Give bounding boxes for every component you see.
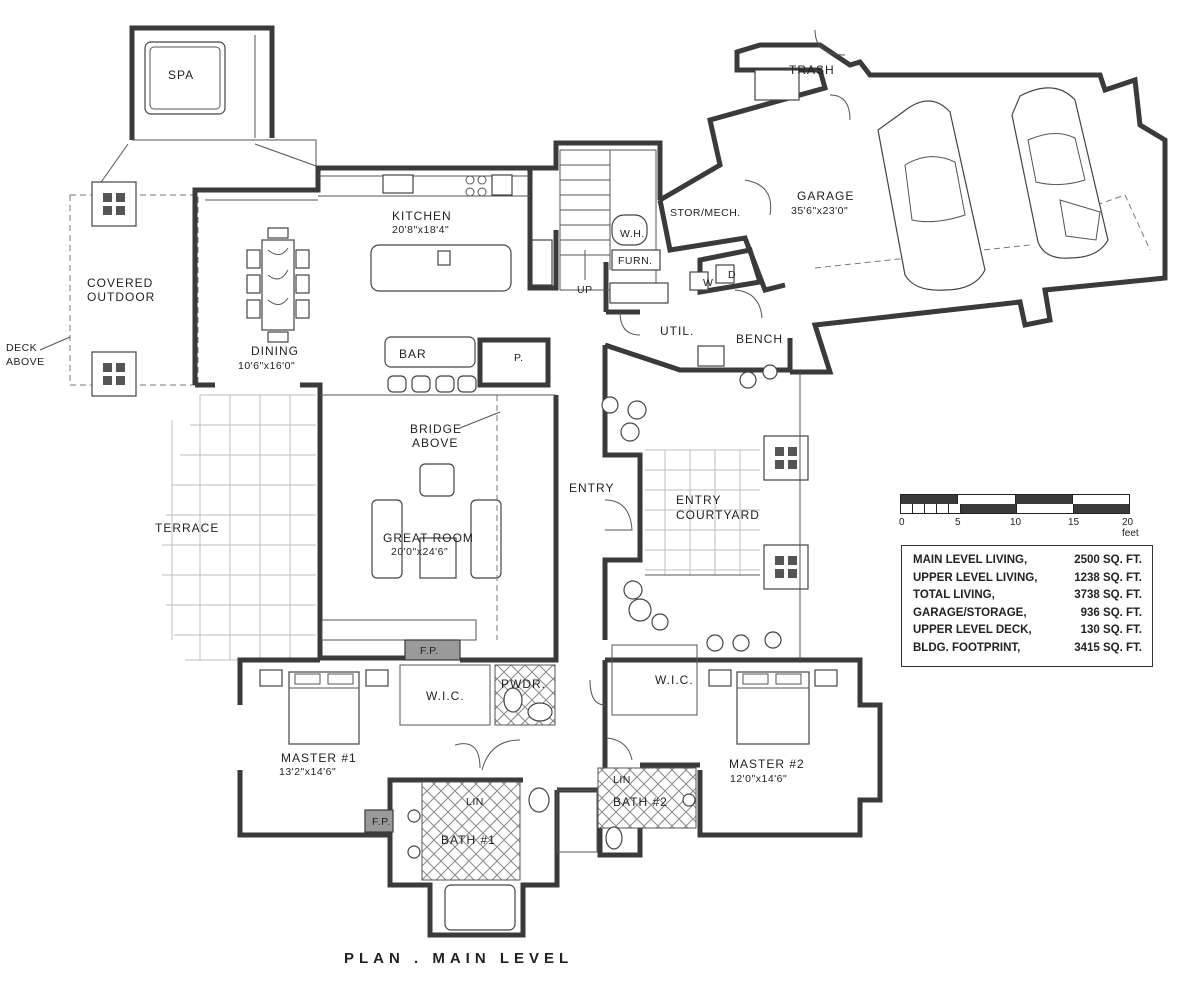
linen-2-label: LIN — [613, 774, 631, 786]
fireplace-label: F.P. — [420, 645, 439, 657]
area-label: GARAGE/STORAGE, — [913, 606, 1027, 619]
garage-car-icon — [877, 87, 1109, 291]
wic-1-label: W.I.C. — [426, 689, 465, 703]
area-label: UPPER LEVEL LIVING, — [913, 571, 1038, 584]
dining-label: DINING — [251, 344, 299, 358]
scale-label-15: 15 — [1068, 517, 1080, 528]
table-row: MAIN LEVEL LIVING, 2500 SQ. FT. — [913, 552, 1142, 570]
dryer-label: D — [728, 269, 736, 281]
garage-label: GARAGE — [797, 189, 854, 203]
area-label: TOTAL LIVING, — [913, 589, 995, 601]
spa-label: SPA — [168, 68, 194, 82]
area-value: 1238 SQ. FT. — [1074, 571, 1142, 584]
great-room-furniture — [320, 394, 556, 661]
washer-label: W — [703, 277, 713, 289]
bath-2-label: BATH #2 — [613, 795, 668, 809]
area-summary-table: MAIN LEVEL LIVING, 2500 SQ. FT. UPPER LE… — [901, 545, 1153, 667]
kitchen-dim-label: 20'8"x18'4" — [392, 224, 449, 236]
deck-above-label: DECK — [6, 342, 37, 354]
scale-labels: 0 5 10 15 20 feet — [899, 517, 1140, 539]
dining-table — [246, 227, 310, 343]
table-row: UPPER LEVEL DECK, 130 SQ. FT. — [913, 622, 1142, 640]
staircase — [559, 149, 657, 291]
table-row: GARAGE/STORAGE, 936 SQ. FT. — [913, 605, 1142, 623]
stor-mech-label: STOR/MECH. — [670, 207, 741, 219]
bar-label: BAR — [399, 347, 427, 361]
bathroom-tile — [364, 664, 697, 931]
pantry-label: P. — [514, 352, 524, 364]
table-row: BLDG. FOOTPRINT, 3415 SQ. FT. — [913, 640, 1142, 658]
bath-1-label: BATH #1 — [441, 833, 496, 847]
bench-label: BENCH — [736, 332, 783, 346]
terrace-label: TERRACE — [155, 521, 219, 535]
spa-deck — [39, 25, 317, 386]
entry-courtyard — [601, 364, 801, 660]
area-value: 936 SQ. FT. — [1080, 606, 1142, 619]
area-value: 2500 SQ. FT. — [1074, 554, 1142, 566]
door-swings — [454, 29, 851, 771]
entry-courtyard-label: ENTRY — [676, 493, 721, 507]
great-room-label: GREAT ROOM — [383, 531, 474, 545]
scale-label-0: 0 — [899, 517, 905, 528]
plan-title: PLAN . MAIN LEVEL — [344, 950, 574, 967]
table-row: TOTAL LIVING, 3738 SQ. FT. — [913, 587, 1142, 605]
covered-outdoor-label: COVERED — [87, 276, 153, 290]
scale-label-20: 20 feet — [1122, 517, 1139, 539]
scale-bar — [900, 494, 1130, 514]
linen-1-label: LIN — [466, 796, 484, 808]
terrace-paving — [162, 394, 316, 661]
bridge-above-label-2: ABOVE — [412, 436, 458, 450]
covered-outdoor-label-2: OUTDOOR — [87, 290, 155, 304]
bridge-above-label: BRIDGE — [410, 422, 462, 436]
area-value: 3415 SQ. FT. — [1074, 641, 1142, 654]
graphic-scale: 0 5 10 15 20 feet — [899, 494, 1140, 539]
entry-label: ENTRY — [569, 481, 614, 495]
utility-label: UTIL. — [660, 324, 694, 338]
room-labels: SPA TRASH GARAGE 35'6"x23'0" STOR/MECH. … — [6, 63, 854, 847]
powder-room-label: PWDR. — [501, 677, 546, 691]
scale-label-10: 10 — [1010, 517, 1022, 528]
kitchen-fixtures — [205, 174, 553, 393]
column-pier — [91, 181, 809, 590]
wic-2-label: W.I.C. — [655, 673, 694, 687]
area-label: UPPER LEVEL DECK, — [913, 624, 1032, 636]
master-fireplace-label: F.P. — [372, 816, 391, 828]
scale-label-5: 5 — [955, 517, 961, 528]
area-value: 3738 SQ. FT. — [1074, 589, 1142, 601]
entry-courtyard-label-2: COURTYARD — [676, 508, 760, 522]
great-room-dim-label: 20'0"x24'6" — [391, 546, 448, 558]
table-row: UPPER LEVEL LIVING, 1238 SQ. FT. — [913, 570, 1142, 588]
furnace-label: FURN. — [618, 255, 653, 267]
stair-up-label: UP — [577, 284, 593, 296]
kitchen-label: KITCHEN — [392, 209, 452, 223]
water-heater-label: W.H. — [620, 228, 645, 240]
master-1-dim-label: 13'2"x14'6" — [279, 766, 336, 778]
deck-above-label-2: ABOVE — [6, 356, 45, 368]
area-label: MAIN LEVEL LIVING, — [913, 554, 1028, 566]
master-2-label: MASTER #2 — [729, 757, 805, 771]
trash-label: TRASH — [789, 63, 835, 77]
garage-dim-label: 35'6"x23'0" — [791, 205, 848, 217]
master-2-dim-label: 12'0"x14'6" — [730, 773, 787, 785]
area-label: BLDG. FOOTPRINT, — [913, 641, 1021, 654]
dining-dim-label: 10'6"x16'0" — [238, 360, 295, 372]
master-1-label: MASTER #1 — [281, 751, 357, 765]
area-value: 130 SQ. FT. — [1080, 624, 1142, 636]
bedroom-furniture — [259, 644, 838, 745]
garage-interior — [609, 69, 1151, 367]
